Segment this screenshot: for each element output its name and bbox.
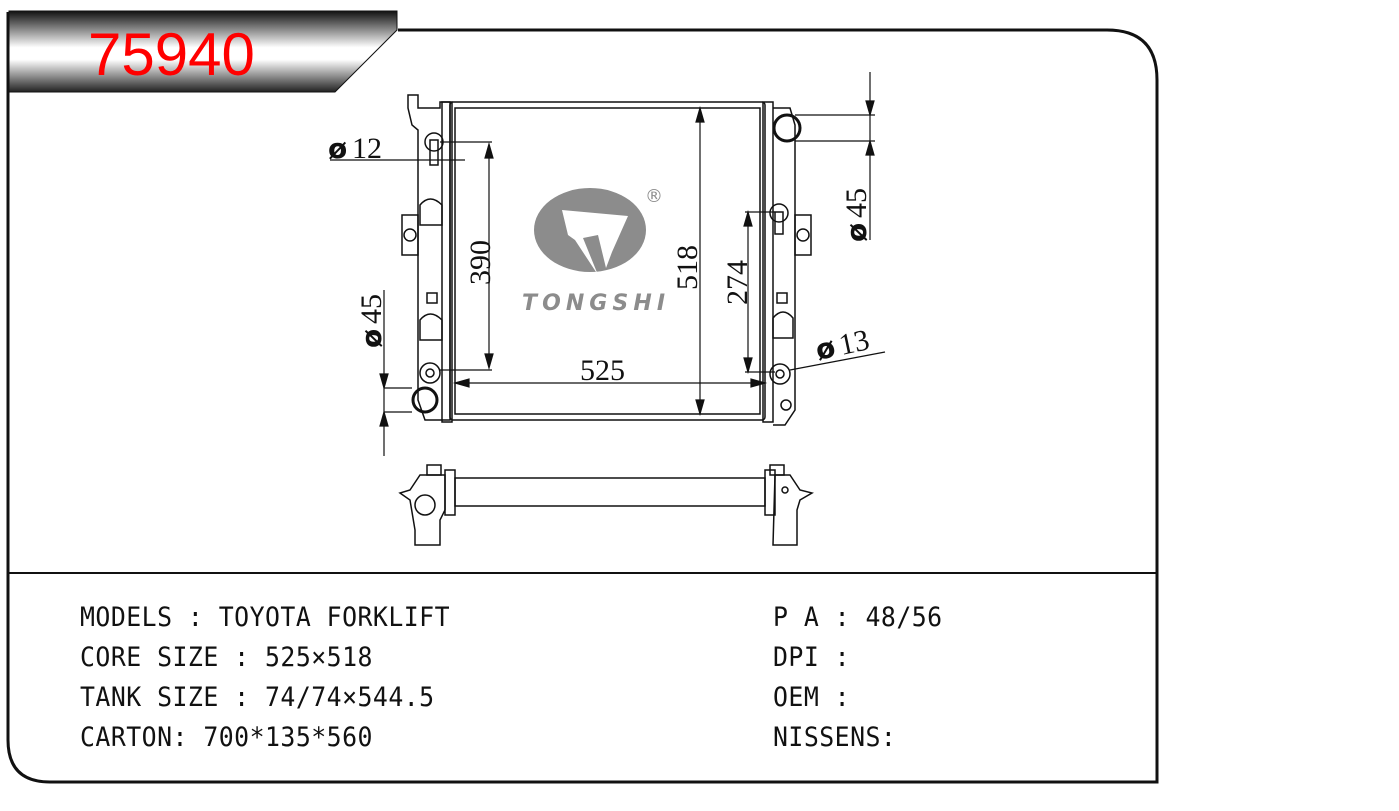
spec-pa: P A : 48/56 [773, 602, 943, 633]
spec-separator: : [172, 602, 219, 633]
radiator-bottom-view [398, 464, 814, 546]
spec-value: 700*135*560 [203, 722, 373, 753]
spec-label: TANK SIZE [80, 682, 219, 713]
spec-separator: : [880, 722, 897, 753]
spec-tank-size: TANK SIZE : 74/74×544.5 [80, 682, 435, 713]
part-number: 75940 [88, 21, 255, 88]
dim-518: 518 [671, 245, 704, 290]
dim-right-pipe-value: 45 [840, 188, 873, 218]
spec-separator: : [819, 642, 866, 673]
spec-carton: CARTON: 700*135*560 [80, 722, 373, 753]
spec-value: 48/56 [865, 602, 943, 633]
diameter-symbol: ø [355, 329, 388, 348]
logo-brand: TONGSHI [522, 291, 665, 316]
spec-label: CARTON [80, 722, 173, 753]
dim-left-pipe: ø 45 [355, 294, 388, 348]
dim-inlet-pipe: 12 [352, 132, 382, 165]
spec-oem: OEM : [773, 682, 866, 713]
spec-label: OEM [773, 682, 820, 713]
spec-separator: : [218, 642, 266, 673]
dim-right-pipe: ø 45 [840, 188, 873, 242]
dim-274: 274 [721, 260, 754, 305]
spec-label: MODELS [80, 602, 173, 633]
dim-525: 525 [580, 354, 625, 387]
spec-separator: : [819, 682, 866, 713]
spec-label: NISSENS [773, 722, 881, 753]
dim-390: 390 [464, 240, 497, 285]
spec-value: 74/74×544.5 [265, 682, 435, 713]
spec-core-size: CORE SIZE : 525×518 [80, 642, 373, 673]
dimension-lines [330, 72, 886, 456]
header-banner [8, 10, 398, 93]
spec-nissens: NISSENS: [773, 722, 896, 753]
spec-models: MODELS : TOYOTA FORKLIFT [80, 602, 450, 633]
tongshi-logo: ® TONGSHI [522, 186, 665, 316]
sheet-frame [6, 12, 1159, 784]
registered-mark: ® [645, 186, 663, 207]
spec-value: TOYOTA FORKLIFT [218, 602, 450, 633]
spec-label: CORE SIZE [80, 642, 219, 673]
spec-value: 525×518 [265, 642, 373, 673]
spec-dpi: DPI : [773, 642, 866, 673]
spec-label: DPI [773, 642, 820, 673]
spec-separator: : [218, 682, 266, 713]
dim-left-pipe-value: 45 [355, 294, 388, 324]
dim-outlet-pipe: ø 13 [813, 323, 873, 367]
radiator-front-view [401, 94, 812, 426]
diameter-symbol: ø [328, 132, 347, 165]
spec-separator: : [172, 722, 204, 753]
spec-label: P A [773, 602, 820, 633]
diameter-symbol: ø [813, 331, 839, 367]
dim-outlet-pipe-value: 13 [836, 323, 872, 362]
diameter-symbol: ø [840, 223, 873, 242]
spec-separator: : [819, 602, 866, 633]
